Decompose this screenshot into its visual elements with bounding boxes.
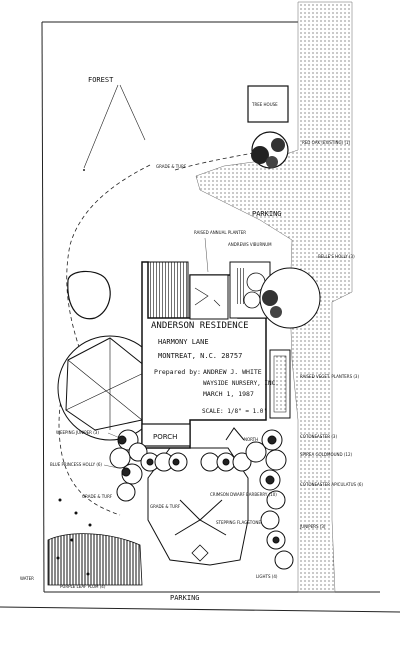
juniper-label: JUNIPERS (3) [299, 524, 326, 529]
north-arrow: NORTH [225, 427, 258, 442]
title-block: ANDERSON RESIDENCE HARMONY LANE MONTREAT… [151, 321, 279, 415]
street-name: HARMONY LANE [158, 338, 209, 346]
shrub-mass-right [200, 429, 294, 570]
cotoneaster-bottom-label: COTONEASTER APICULATUS (6) [300, 482, 363, 487]
plum-label: PURPLE LEAF PLUM (4) [60, 584, 106, 589]
raised-planter-label: RAISED ANNUAL PLANTER [194, 230, 246, 235]
lights-label: LIGHTS (4) [256, 574, 278, 579]
raised-planter [189, 274, 229, 320]
oak-label: RED OAK (EXISTING) (1) [302, 140, 351, 145]
weeping-juniper-label: WEEPING JUNIPER (3) [56, 430, 99, 435]
porch: PORCH [141, 423, 191, 447]
porch-label: PORCH [153, 433, 177, 441]
grade-turf-top-label: GRADE & TURF [156, 164, 187, 169]
boulder [67, 270, 111, 320]
forest-label: FOREST [88, 76, 114, 84]
plan-scale: SCALE: 1/8" = 1.0' [202, 408, 267, 415]
parking-top-label: PARKING [252, 210, 282, 218]
city-name: MONTREAT, N.C. 28757 [158, 352, 242, 360]
holly-right-label: BELLE'S HOLLY (3) [318, 254, 355, 259]
specimen-tree [57, 335, 163, 441]
plum-planting [47, 533, 143, 586]
oak-tree [251, 131, 289, 169]
driveway [195, 1, 353, 593]
designer-name: ANDREW J. WHITE [203, 368, 262, 376]
tree-house: TREE HOUSE [247, 85, 289, 123]
holly-right [259, 267, 321, 329]
viburnum-label: ANDREWS VIBURNUM [228, 242, 272, 247]
blue-princess-label: BLUE PRINCESS HOLLY (6) [50, 462, 102, 467]
water-label: WATER [20, 576, 34, 581]
prepared-by-label: Prepared by: [154, 368, 201, 376]
shrub-mass-left [109, 429, 188, 502]
stone-markers [56, 498, 92, 576]
residence-name: ANDERSON RESIDENCE [151, 321, 249, 331]
property-boundary [0, 21, 400, 613]
barberry-label: CRIMSON DWARF BARBERRY (10) [210, 492, 277, 497]
flagstone-label: STEPPING FLAGSTONE [216, 520, 261, 525]
grade-turf-center-label: GRADE & TURF [150, 504, 181, 509]
tree-house-label: TREE HOUSE [251, 102, 278, 107]
company-name: WAYSIDE NURSERY, INC. [203, 380, 279, 387]
spirea-label: SPIREA GOLDMOUND (12) [300, 452, 353, 457]
parking-bottom-label: PARKING [170, 594, 200, 602]
plan-date: MARCH 1, 1987 [203, 390, 254, 398]
raised-veg-planters [269, 349, 291, 419]
raised-veg-label: RAISED VEGET. PLANTERS (3) [300, 374, 359, 379]
north-label: NORTH [244, 437, 258, 442]
cotoneaster-top-label: COTONEASTER (3) [300, 434, 337, 439]
grade-turf-left-label: GRADE & TURF [82, 494, 113, 499]
